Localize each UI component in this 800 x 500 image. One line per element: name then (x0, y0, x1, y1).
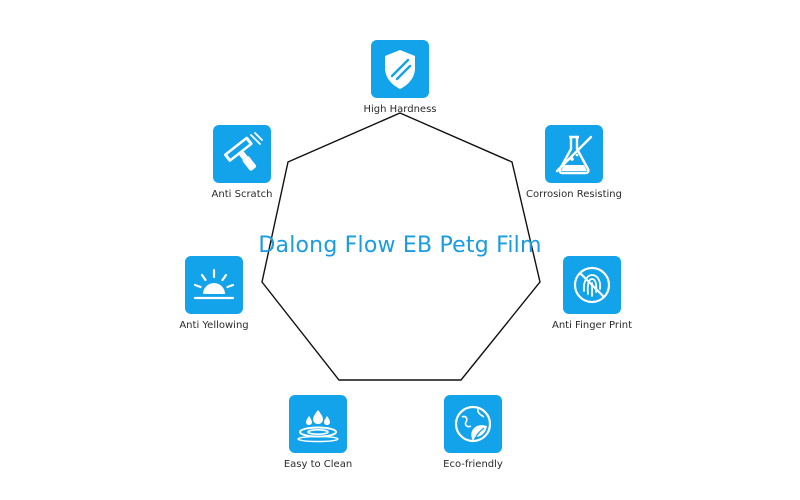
feature-anti-scratch: Anti Scratch (172, 125, 312, 200)
feature-eco-friendly: Eco-friendly (403, 395, 543, 470)
feature-label: Corrosion Resisting (526, 189, 622, 200)
shield-icon (371, 40, 429, 98)
flask-icon (545, 125, 603, 183)
heptagon-outline (261, 112, 541, 381)
globe-leaf-icon (444, 395, 502, 453)
feature-anti-finger-print: Anti Finger Print (522, 256, 662, 331)
feature-corrosion-resisting: Corrosion Resisting (504, 125, 644, 200)
sunrise-icon (185, 256, 243, 314)
diagram-title: Dalong Flow EB Petg Film (258, 233, 542, 258)
fingerprint-icon (563, 256, 621, 314)
feature-label: Anti Yellowing (179, 320, 249, 331)
scraper-icon (213, 125, 271, 183)
feature-high-hardness: High Hardness (330, 40, 470, 115)
feature-label: Easy to Clean (283, 459, 353, 470)
feature-label: Eco-friendly (443, 459, 503, 470)
feature-label: Anti Finger Print (552, 320, 632, 331)
feature-easy-to-clean: Easy to Clean (248, 395, 388, 470)
water-drop-icon (289, 395, 347, 453)
feature-anti-yellowing: Anti Yellowing (144, 256, 284, 331)
feature-label: Anti Scratch (211, 189, 273, 200)
feature-label: High Hardness (363, 104, 437, 115)
